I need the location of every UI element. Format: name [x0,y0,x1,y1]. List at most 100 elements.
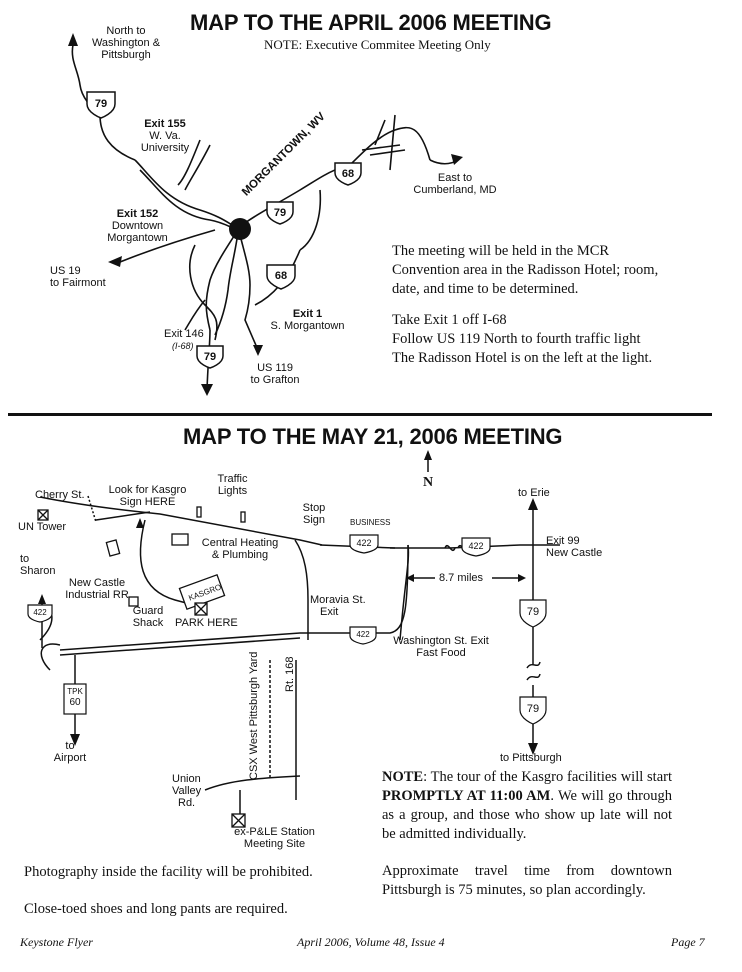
label-traffic-lights: Traffic Lights [205,473,260,497]
shield-79-bottom: 79 [203,351,217,363]
label-to-sharon: to Sharon [20,553,55,577]
tour-note-label: NOTE [382,769,424,785]
label-look-for-line1: Look for Kasgro [108,484,187,496]
label-business: BUSINESS [350,518,391,527]
label-exit155-line2: W. Va. [149,130,181,142]
label-union-line1: Union [172,773,201,785]
label-exit155-line1: Exit 155 [144,118,186,130]
tour-note: NOTE: The tour of the Kasgro facilities … [382,768,672,844]
label-i68-small: (I-68) [172,341,194,351]
top-directions-line1: The meeting will be held in the MCR [392,243,610,259]
label-distance: 8.7 miles [439,572,484,584]
label-ncrr-line1: New Castle [68,577,126,589]
top-directions-line6: The Radisson Hotel is on the left at the… [392,350,653,366]
label-exit99-line2: New Castle [546,547,603,559]
shield-79-mid: 79 [273,207,287,219]
label-un-tower: UN Tower [18,521,67,533]
label-to-pittsburgh: to Pittsburgh [500,752,562,764]
bottom-map-title: MAP TO THE MAY 21, 2006 MEETING [183,424,563,449]
shield-tpk-60: TPK 60 [64,686,86,708]
shield-79-top: 79 [94,98,108,110]
label-sharon-line2: Sharon [20,565,56,577]
north-letter: N [422,475,434,490]
label-exit99: Exit 99 New Castle [546,535,602,559]
label-union-valley: Union Valley Rd. [172,773,201,809]
top-directions-line5: Follow US 119 North to fourth traffic li… [392,331,641,347]
label-north-line2: Washington & [91,37,161,49]
label-union-line2: Valley [172,785,202,797]
label-ncrr-line2: Industrial RR [65,589,129,601]
label-exit155: Exit 155 W. Va. University [125,118,205,154]
label-new-castle-rr: New Castle Industrial RR [62,577,132,601]
footer-issue: April 2006, Volume 48, Issue 4 [297,935,445,949]
label-look-for-line2: Sign HERE [119,496,176,508]
label-exit1-line2: S. Morgantown [270,320,345,332]
label-central-heating: Central Heating & Plumbing [195,537,285,561]
label-to-airport: to Airport [50,740,90,764]
label-exit152-line1: Exit 152 [116,208,159,220]
travel-time: Approximate travel time from downtown Pi… [382,863,672,898]
label-washington-exit: Washington St. Exit Fast Food [385,635,497,659]
label-look-for-kasgro: Look for Kasgro Sign HERE [105,484,190,508]
label-rt168: Rt. 168 [284,656,296,692]
label-csx-yard: CSX West Pittsburgh Yard [248,651,260,780]
label-moravia-line1: Moravia St. [310,594,366,606]
photo-notice: Photography inside the facility will be … [24,864,313,880]
label-north-line3: Pittsburgh [101,49,151,61]
label-exit155-line3: University [140,142,190,154]
label-us19: US 19 to Fairmont [50,265,106,289]
label-exit152-line3: Morgantown [107,232,168,244]
label-wash-line1: Washington St. Exit [393,635,489,647]
label-ple-station: ex-P&LE Station Meeting Site [232,826,317,850]
label-heating-line1: Central Heating [201,537,279,549]
label-airport-line1: to [65,740,75,752]
label-to-erie: to Erie [518,487,550,499]
label-ple-line2: Meeting Site [243,838,306,850]
label-heating-line2: & Plumbing [211,549,269,561]
label-wash-line2: Fast Food [416,647,466,659]
label-exit146: Exit 146 [164,328,204,340]
shield-422-moravia: 422 [356,630,370,639]
shield-79-upper: 79 [526,606,540,618]
footer-publication: Keystone Flyer [20,935,93,949]
label-stop-line2: Sign [302,514,326,526]
label-traffic-line1: Traffic [217,473,248,485]
label-airport-line2: Airport [53,752,87,764]
label-exit1-line1: Exit 1 [292,308,323,320]
label-ple-line1: ex-P&LE Station [234,826,315,838]
top-directions-line4: Take Exit 1 off I-68 [392,312,507,328]
shield-422-business: 422 [356,538,372,548]
label-cherry-st: Cherry St. [35,489,85,501]
shield-422-left: 422 [33,608,47,617]
label-union-line3: Rd. [178,797,196,809]
label-us119-line1: US 119 [257,362,293,374]
label-exit1: Exit 1 S. Morgantown [260,308,355,332]
label-us19-line2: to Fairmont [50,277,106,289]
label-east-line2: Cumberland, MD [413,184,497,196]
shield-68-upper: 68 [341,168,355,180]
label-stop-sign: Stop Sign [296,502,332,526]
section-divider [8,413,712,416]
label-exit152-line2: Downtown [111,220,164,232]
shield-422-east: 422 [468,541,484,551]
shield-79-lower: 79 [526,703,540,715]
label-kasgro-sign: KASGRO [187,582,223,603]
shoes-notice: Close-toed shoes and long pants are requ… [24,901,288,917]
top-directions: The meeting will be held in the MCR Conv… [392,242,712,368]
label-morgantown: MORGANTOWN, WV [240,110,328,199]
label-exit152: Exit 152 Downtown Morgantown [95,208,180,244]
label-sharon-line1: to [20,553,30,565]
shield-tpk-line1: TPK [67,687,83,696]
top-directions-line3: date, and time to be determined. [392,281,579,297]
label-north-line1: North to [106,25,146,37]
label-moravia: Moravia St. Exit [310,594,366,618]
label-stop-line1: Stop [302,502,326,514]
tour-note-post: . We will go through as a group, and tho… [382,788,672,842]
label-guard-line1: Guard [132,605,164,617]
footer-page: Page 7 [671,935,705,949]
label-east-line1: East to [437,172,473,184]
label-moravia-line2: Exit [320,606,339,618]
top-directions-line2: Convention area in the Radisson Hotel; r… [392,262,659,278]
label-traffic-line2: Lights [217,485,248,497]
label-guard-line2: Shack [132,617,164,629]
